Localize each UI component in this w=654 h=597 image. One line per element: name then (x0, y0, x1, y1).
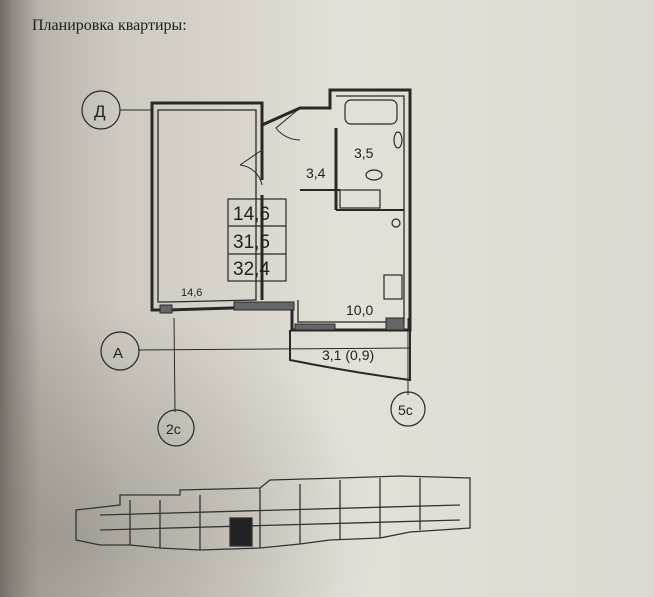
sink-icon (393, 131, 403, 149)
axis-line-2c (173, 317, 176, 413)
axis-marker-5c (390, 391, 426, 427)
axis-label-a: А (113, 345, 123, 362)
axis-label-5c: 5с (398, 402, 413, 418)
building-floor-plan-thumbnail (75, 475, 471, 551)
page-heading: Планировка квартиры: (32, 17, 187, 34)
stove-icon (383, 274, 403, 300)
axis-line-a (137, 347, 411, 351)
balcony-outline (289, 330, 411, 382)
room-area-hall: 3,4 (306, 165, 326, 181)
axis-marker-d (81, 90, 121, 130)
total-area-value: 31,5 (233, 232, 270, 253)
summary-table (227, 198, 287, 282)
toilet-icon (365, 169, 383, 181)
room-area-balcony: 3,1 (0,9) (322, 347, 374, 363)
axis-marker-a (100, 331, 140, 371)
axis-label-2c: 2с (166, 421, 181, 437)
axis-marker-2c (157, 409, 195, 447)
axis-label-d: Д (94, 102, 106, 121)
total-with-balcony-value: 32,4 (233, 259, 270, 280)
living-area-value: 14,6 (233, 204, 270, 225)
room-area-bathroom: 3,5 (354, 145, 374, 161)
kitchen-sink-icon (391, 218, 401, 228)
room-area-kitchen: 10,0 (346, 302, 373, 318)
bathtub-icon (344, 99, 398, 125)
room-area-living: 14,6 (181, 287, 202, 299)
highlighted-apartment (229, 517, 253, 547)
